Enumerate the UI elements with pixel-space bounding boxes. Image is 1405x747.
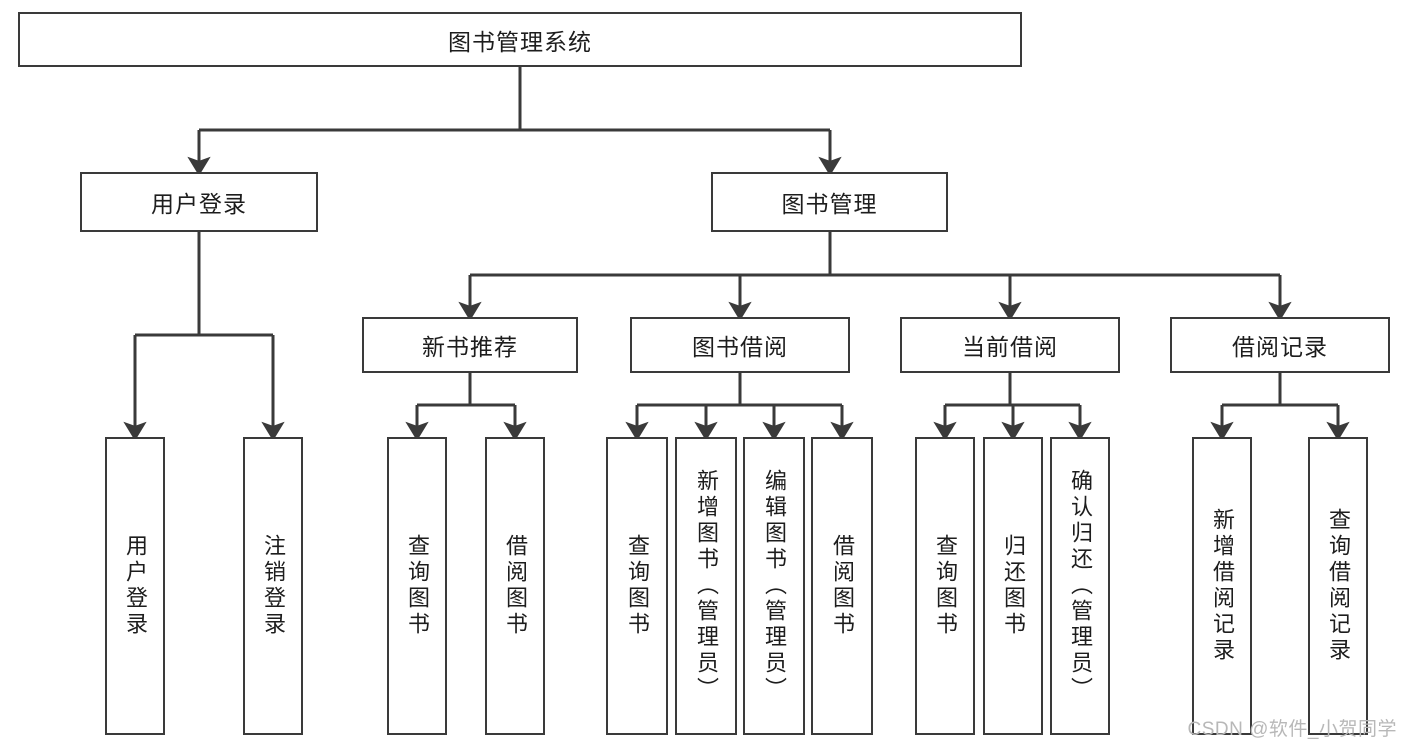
node-leaf-confirm-return-label: 确认归还（管理员） xyxy=(1068,469,1093,703)
node-leaf-add-book-label: 新增图书（管理员） xyxy=(694,469,719,703)
node-leaf-return-book-label: 归还图书 xyxy=(1001,534,1026,638)
node-leaf-query-book-current[interactable]: 查询图书 xyxy=(915,437,975,735)
node-current-borrow[interactable]: 当前借阅 xyxy=(900,317,1120,373)
node-new-book-recommend-label: 新书推荐 xyxy=(422,334,518,360)
node-leaf-borrow-book-recommend[interactable]: 借阅图书 xyxy=(485,437,545,735)
node-leaf-confirm-return[interactable]: 确认归还（管理员） xyxy=(1050,437,1110,735)
node-leaf-borrow-book-label: 借阅图书 xyxy=(830,534,855,638)
node-leaf-query-book-borrow[interactable]: 查询图书 xyxy=(606,437,668,735)
node-leaf-query-book-recommend[interactable]: 查询图书 xyxy=(387,437,447,735)
node-borrow-record-label: 借阅记录 xyxy=(1232,334,1328,360)
csdn-watermark: CSDN @软件_小贺同学 xyxy=(1187,719,1397,740)
node-new-book-recommend[interactable]: 新书推荐 xyxy=(362,317,578,373)
node-leaf-user-login[interactable]: 用户登录 xyxy=(105,437,165,735)
node-book-manage[interactable]: 图书管理 xyxy=(711,172,948,232)
node-leaf-query-borrow-record[interactable]: 查询借阅记录 xyxy=(1308,437,1368,735)
node-leaf-add-borrow-record-label: 新增借阅记录 xyxy=(1210,508,1235,664)
node-leaf-add-borrow-record[interactable]: 新增借阅记录 xyxy=(1192,437,1252,735)
node-leaf-user-logout[interactable]: 注销登录 xyxy=(243,437,303,735)
node-root-label: 图书管理系统 xyxy=(448,28,592,55)
node-leaf-user-login-label: 用户登录 xyxy=(123,534,148,638)
node-root[interactable]: 图书管理系统 xyxy=(18,12,1022,67)
node-leaf-borrow-book-recommend-label: 借阅图书 xyxy=(503,534,528,638)
node-leaf-query-book-recommend-label: 查询图书 xyxy=(405,534,430,638)
node-leaf-query-book-borrow-label: 查询图书 xyxy=(625,534,650,638)
node-user-login-label: 用户登录 xyxy=(151,191,247,217)
node-leaf-return-book[interactable]: 归还图书 xyxy=(983,437,1043,735)
node-book-borrow[interactable]: 图书借阅 xyxy=(630,317,850,373)
node-current-borrow-label: 当前借阅 xyxy=(962,334,1058,360)
node-book-borrow-label: 图书借阅 xyxy=(692,334,788,360)
node-leaf-add-book[interactable]: 新增图书（管理员） xyxy=(675,437,737,735)
node-leaf-query-borrow-record-label: 查询借阅记录 xyxy=(1326,508,1351,664)
node-leaf-user-logout-label: 注销登录 xyxy=(261,534,286,638)
node-borrow-record[interactable]: 借阅记录 xyxy=(1170,317,1390,373)
node-leaf-borrow-book[interactable]: 借阅图书 xyxy=(811,437,873,735)
node-leaf-edit-book-label: 编辑图书（管理员） xyxy=(762,469,787,703)
node-leaf-query-book-current-label: 查询图书 xyxy=(933,534,958,638)
node-user-login[interactable]: 用户登录 xyxy=(80,172,318,232)
node-leaf-edit-book[interactable]: 编辑图书（管理员） xyxy=(743,437,805,735)
node-book-manage-label: 图书管理 xyxy=(781,191,878,217)
